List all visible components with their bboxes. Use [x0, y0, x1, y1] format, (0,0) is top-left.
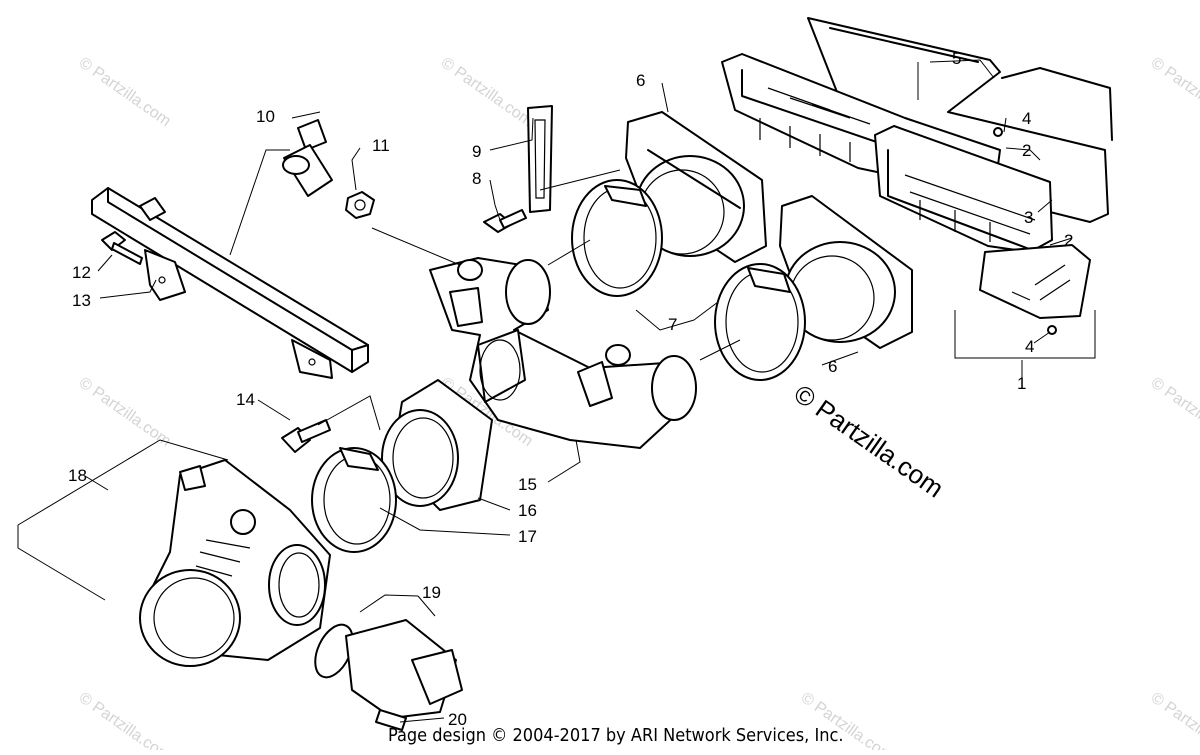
callout-4: 4	[1022, 109, 1031, 128]
callout-7: 7	[668, 315, 677, 334]
bolt-14	[281, 419, 331, 453]
reed-gasket-bottom	[979, 244, 1091, 319]
grommet	[345, 191, 375, 219]
watermark-text: © Partzilla.com	[1148, 374, 1200, 450]
screws-4	[993, 127, 1057, 335]
bolt-12	[101, 231, 143, 265]
callout-19: 19	[422, 583, 441, 602]
watermark-text: © Partzilla.com	[1148, 689, 1200, 750]
bolt-8	[483, 209, 527, 233]
intake-adapter-upper	[625, 111, 767, 263]
bracket-9	[527, 105, 553, 213]
callout-8: 8	[472, 169, 481, 188]
leader-lines	[17, 59, 1096, 723]
intake-manifold	[429, 257, 697, 449]
callout-17: 17	[518, 527, 537, 546]
callout-1: 1	[1017, 374, 1026, 393]
throttle-body	[139, 459, 331, 667]
watermark-text: © Partzilla.com	[1148, 54, 1200, 130]
callout-11: 11	[372, 136, 390, 155]
clamp-upper	[571, 179, 663, 297]
intake-adapter-lower	[779, 195, 913, 349]
clamp-lower	[714, 263, 806, 381]
watermark-text: © Partzilla.com	[76, 54, 174, 130]
watermark-text: © Partzilla.com	[438, 54, 536, 130]
watermark-text: © Partzilla.com	[76, 374, 174, 450]
callout-10: 10	[256, 107, 275, 126]
fuel-injector	[282, 119, 333, 197]
callout-18: 18	[68, 466, 87, 485]
callout-5: 5	[952, 49, 961, 68]
throttle-position-sensor	[345, 619, 463, 731]
callout-6: 6	[828, 357, 837, 376]
callout-16: 16	[518, 501, 537, 520]
callout-6: 6	[636, 71, 645, 90]
callout-12: 12	[72, 263, 91, 282]
callout-3: 3	[1024, 208, 1033, 227]
watermark-text: © Partzilla.com	[76, 689, 174, 750]
callout-9: 9	[472, 142, 481, 161]
callout-15: 15	[518, 475, 537, 494]
footer-copyright: Page design © 2004-2017 by ARI Network S…	[388, 725, 844, 746]
fuel-rail	[91, 187, 369, 379]
reed-cage-lower	[874, 125, 1053, 253]
partzilla-watermark: © Partzilla.com	[789, 378, 950, 503]
callout-2: 2	[1064, 231, 1073, 250]
callout-14: 14	[236, 390, 255, 409]
throttle-adapter	[381, 379, 493, 511]
callout-20: 20	[448, 710, 467, 729]
callout-numbers: 1 2 2 3 4 4 5 6 6 7 8 9 10 11 12 13 14 1…	[68, 49, 1073, 729]
callout-2: 2	[1022, 141, 1031, 160]
callout-13: 13	[72, 291, 91, 310]
callout-4: 4	[1025, 337, 1034, 356]
clamp-17	[311, 447, 397, 553]
